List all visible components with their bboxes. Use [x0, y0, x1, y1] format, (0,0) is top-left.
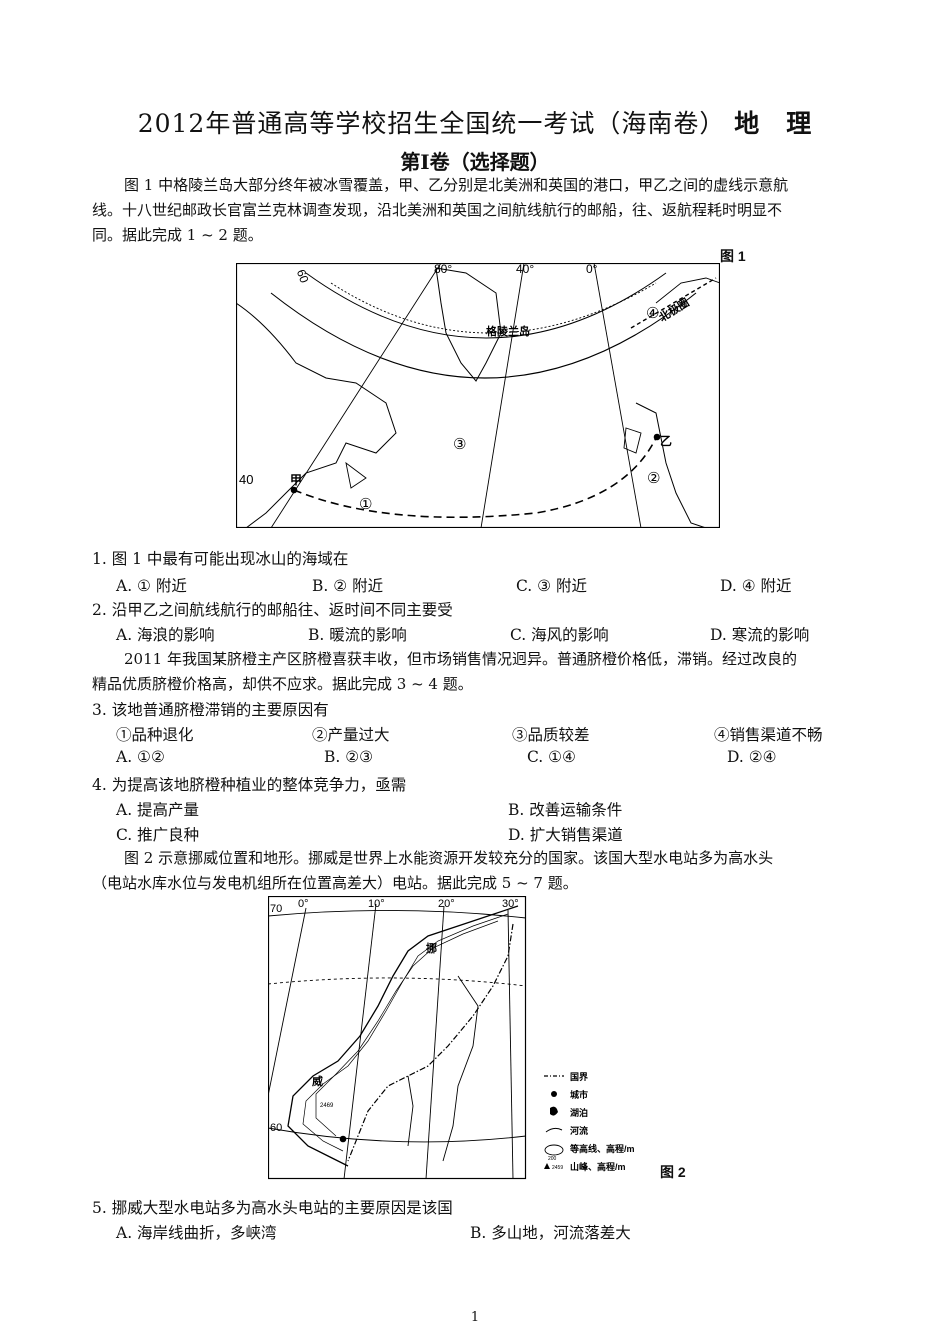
q5-stem: 5. 挪威大型水电站多为高水头电站的主要原因是该国 [92, 1199, 453, 1217]
norway-label-wei: 威 [312, 1074, 323, 1088]
q3-item-1: ①品种退化 [116, 726, 194, 744]
port-jia-dot [290, 486, 298, 494]
q1-option-a[interactable]: A. ① 附近 [116, 577, 187, 595]
elevation-label: 2469 [320, 1103, 334, 1109]
legend-peak-sample: 2459 [552, 1165, 563, 1171]
fig1-lat-60: 60 [294, 267, 312, 285]
q3-option-d[interactable]: D. ②④ [727, 748, 777, 766]
q4-option-d[interactable]: D. 扩大销售渠道 [508, 826, 623, 844]
q2-option-c[interactable]: C. 海风的影响 [510, 626, 609, 644]
fig2-lat-60: 60 [270, 1122, 282, 1134]
section-title: 第Ⅰ卷（选择题） [400, 150, 550, 174]
figure2-map: 70 60 0° 10° 20° 30° 挪 威 2469 [268, 896, 527, 1180]
fig1-lon-0: 0° [586, 263, 598, 276]
legend-peak: 山峰、高程/m [570, 1161, 626, 1172]
fig2-lon-20: 20° [438, 898, 455, 910]
intro2-line2: 精品优质脐橙价格高，却供不应求。据此完成 3 ~ 4 题。 [92, 675, 473, 693]
q3-option-c[interactable]: C. ①④ [527, 748, 576, 766]
figure1-label: 图 1 [720, 248, 746, 264]
fig2-lon-30: 30° [502, 898, 519, 910]
intro2-line1: 2011 年我国某脐橙主产区脐橙喜获丰收，但市场销售情况迥异。普通脐橙价格低，滞… [124, 650, 797, 668]
fig2-lon-10: 10° [368, 898, 385, 910]
port-yi-dot [653, 433, 661, 441]
q3-item-4: ④销售渠道不畅 [714, 726, 823, 744]
q3-stem: 3. 该地普通脐橙滞销的主要原因有 [92, 701, 329, 719]
norway-label-nuo: 挪 [426, 941, 437, 955]
q4-option-a[interactable]: A. 提高产量 [116, 801, 200, 819]
intro1-line3: 同。据此完成 1 ~ 2 题。 [92, 226, 263, 244]
fig1-lon-40: 40° [516, 263, 534, 276]
q4-stem: 4. 为提高该地脐橙种植业的整体竞争力，亟需 [92, 776, 407, 794]
marker-3: ③ [453, 436, 466, 453]
intro3-line2: （电站水库水位与发电机组所在位置高差大）电站。据此完成 5 ~ 7 题。 [92, 874, 578, 892]
q5-option-a[interactable]: A. 海岸线曲折，多峡湾 [116, 1224, 277, 1242]
q1-option-d[interactable]: D. ④ 附近 [720, 577, 792, 595]
legend-city: 城市 [570, 1089, 588, 1100]
q3-option-a[interactable]: A. ①② [116, 748, 165, 766]
q4-option-b[interactable]: B. 改善运输条件 [508, 801, 623, 819]
q1-option-c[interactable]: C. ③ 附近 [516, 577, 587, 595]
page-number: 1 [470, 1310, 480, 1325]
legend-lake: 湖泊 [570, 1107, 588, 1118]
figure2-label: 图 2 [660, 1164, 686, 1180]
fig1-lon-80: 80° [434, 263, 452, 276]
marker-2: ② [647, 470, 660, 487]
legend-border: 国界 [570, 1072, 588, 1082]
q3-option-b[interactable]: B. ②③ [324, 748, 374, 766]
q1-option-b[interactable]: B. ② 附近 [312, 577, 384, 595]
marker-4: ④ [646, 305, 659, 322]
legend-contour: 等高线、高程/m [569, 1143, 635, 1154]
intro1-line1: 图 1 中格陵兰岛大部分终年被冰雪覆盖，甲、乙分别是北美洲和英国的港口，甲乙之间… [124, 176, 789, 194]
figure2-legend: 国界 城市 湖泊 河流 等高线、高程/m 山峰、高程/m 200 2459 [544, 1072, 635, 1172]
intro1-line2: 线。十八世纪邮政长官富兰克林调查发现，沿北美洲和英国之间航线航行的邮船，往、返航… [92, 201, 783, 219]
city-oslo-dot [339, 1135, 347, 1143]
fig2-lon-0: 0° [298, 898, 309, 910]
q2-option-b[interactable]: B. 暖流的影响 [308, 626, 407, 644]
port-yi-label: 乙 [660, 434, 672, 448]
legend-river: 河流 [570, 1125, 588, 1136]
q5-option-b[interactable]: B. 多山地，河流落差大 [470, 1224, 631, 1242]
legend-contour-sample: 200 [548, 1156, 557, 1162]
exam-title: 2012年普通高等学校招生全国统一考试（海南卷） 地 理 [137, 109, 813, 138]
intro3-line1: 图 2 示意挪威位置和地形。挪威是世界上水能资源开发较充分的国家。该国大型水电站… [124, 849, 774, 867]
port-jia-label: 甲 [290, 473, 302, 487]
q3-item-2: ②产量过大 [312, 726, 390, 744]
fig1-lat-40: 40 [239, 472, 253, 487]
q2-option-a[interactable]: A. 海浪的影响 [116, 626, 215, 644]
q2-option-d[interactable]: D. 寒流的影响 [710, 626, 810, 644]
greenland-label: 格陵兰岛 [486, 324, 530, 338]
q3-item-3: ③品质较差 [512, 726, 590, 744]
fig2-lat-70: 70 [270, 903, 282, 915]
marker-1: ① [359, 496, 372, 513]
q4-option-c[interactable]: C. 推广良种 [116, 826, 200, 844]
q2-stem: 2. 沿甲乙之间航线航行的邮船往、返时间不同主要受 [92, 601, 453, 619]
q1-stem: 1. 图 1 中最有可能出现冰山的海域在 [92, 550, 349, 568]
figure1-map: 80° 40° 0° 60 40 格陵兰岛 北极圈 甲 乙 ① ② ③ ④ [236, 263, 720, 528]
